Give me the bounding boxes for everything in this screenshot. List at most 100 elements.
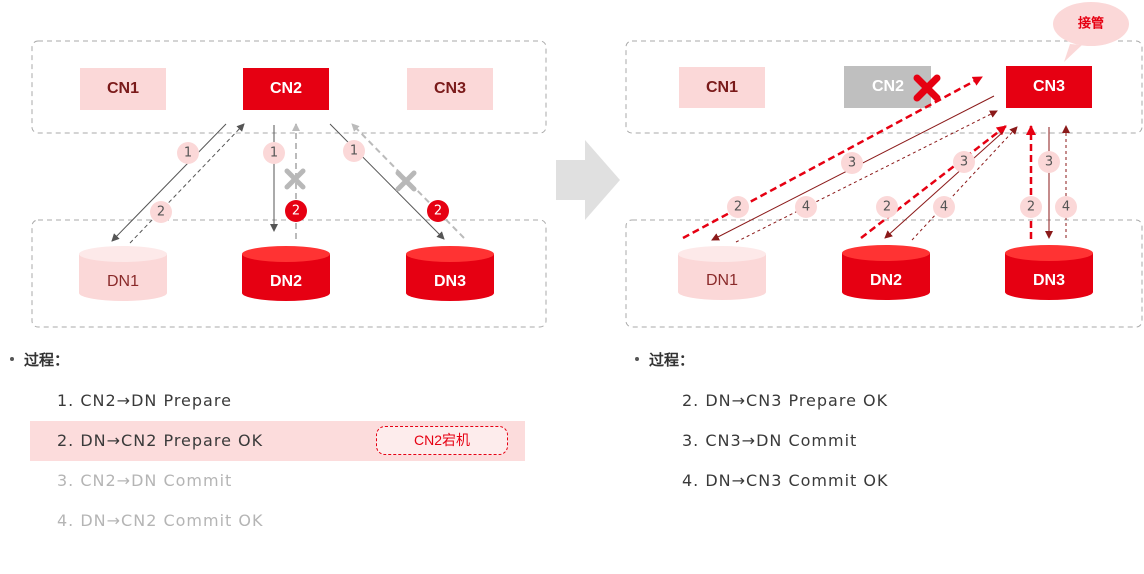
left-arrow-cn2-dn1 xyxy=(111,123,227,242)
step-number: 2. xyxy=(682,391,700,410)
left-step-4: 4. DN→CN2 Commit OK xyxy=(57,511,263,530)
step-text: CN2→DN Prepare xyxy=(80,391,232,410)
right-label-4a-text: 4 xyxy=(802,200,810,215)
right-label-3c: 3 xyxy=(1038,151,1060,173)
crash-tag: CN2宕机 xyxy=(376,426,508,455)
left-cn1-node: CN1 xyxy=(80,68,166,110)
left-dn1-label: DN1 xyxy=(107,273,139,290)
left-cn3-node: CN3 xyxy=(407,68,493,110)
right-dn-group xyxy=(625,219,1143,328)
right-cn-group xyxy=(625,40,1143,134)
x-mark-icon xyxy=(395,170,417,192)
right-section-title: 过程： xyxy=(635,349,694,370)
left-label-2b-text: 2 xyxy=(292,204,300,219)
step-text: DN→CN2 Commit OK xyxy=(80,511,264,530)
right-cn2-label: CN2 xyxy=(872,78,904,95)
step-number: 1. xyxy=(57,391,75,410)
right-label-3b-text: 3 xyxy=(960,155,968,170)
bullet-icon xyxy=(635,356,639,361)
right-step-3: 3. CN3→DN Commit xyxy=(682,431,857,450)
right-cn2-node: CN2 xyxy=(844,66,931,108)
left-section-title-text: 过程： xyxy=(24,351,70,369)
right-label-4b: 4 xyxy=(933,196,955,218)
step-text: DN→CN3 Prepare OK xyxy=(705,391,889,410)
left-label-1c-text: 1 xyxy=(350,144,358,159)
bullet-icon xyxy=(10,356,14,361)
right-label-2b-text: 2 xyxy=(883,200,891,215)
left-label-1c: 1 xyxy=(343,140,365,162)
left-cn2-node: CN2 xyxy=(243,68,329,110)
right-dn1-label: DN1 xyxy=(706,272,738,289)
right-arrow-dn2-cn3-commit-ok xyxy=(911,126,1018,241)
takeover-label: 接管 xyxy=(1078,16,1104,32)
left-label-2c-text: 2 xyxy=(434,204,442,219)
left-label-1a-text: 1 xyxy=(184,146,192,161)
right-dn1-node: DN1 xyxy=(678,246,766,300)
left-step-3: 3. CN2→DN Commit xyxy=(57,471,232,490)
right-label-3c-text: 3 xyxy=(1045,155,1053,170)
right-label-2a-text: 2 xyxy=(734,200,742,215)
left-cn1-label: CN1 xyxy=(107,80,139,97)
left-arrow-dn1-cn2 xyxy=(129,123,245,244)
right-label-4a: 4 xyxy=(795,196,817,218)
right-cn3-label: CN3 xyxy=(1033,78,1065,95)
step-number: 2. xyxy=(57,431,75,450)
takeover-bubble: 接管 xyxy=(1053,2,1129,62)
step-text: DN→CN3 Commit OK xyxy=(705,471,889,490)
step-number: 3. xyxy=(682,431,700,450)
step-number: 4. xyxy=(57,511,75,530)
left-step-2: 2. DN→CN2 Prepare OK xyxy=(57,431,263,450)
right-dn2-label: DN2 xyxy=(870,272,902,289)
right-label-4c: 4 xyxy=(1055,196,1077,218)
right-step-2: 2. DN→CN3 Prepare OK xyxy=(682,391,888,410)
right-section-title-text: 过程： xyxy=(649,351,695,369)
left-label-2c: 2 xyxy=(427,200,449,222)
left-step-1: 1. CN2→DN Prepare xyxy=(57,391,232,410)
left-arrow-cn2-dn3 xyxy=(329,123,445,240)
right-arrow-dn1-cn3-commit-ok xyxy=(735,110,998,243)
left-dn1-node: DN1 xyxy=(79,246,167,301)
left-section-title: 过程： xyxy=(10,349,69,370)
step-number: 3. xyxy=(57,471,75,490)
right-dn2-node: DN2 xyxy=(842,245,930,300)
left-dn3-node: DN3 xyxy=(406,246,494,301)
right-label-3b: 3 xyxy=(953,151,975,173)
right-label-2c: 2 xyxy=(1020,196,1042,218)
right-cn3-node: CN3 xyxy=(1006,66,1092,108)
step-text: CN2→DN Commit xyxy=(80,471,233,490)
left-label-1b-text: 1 xyxy=(270,146,278,161)
right-label-2c-text: 2 xyxy=(1027,200,1035,215)
right-label-4c-text: 4 xyxy=(1062,200,1070,215)
left-label-1b: 1 xyxy=(263,142,285,164)
right-arrow-dn2-cn3-prepare-ok xyxy=(860,125,1007,239)
x-mark-icon xyxy=(284,168,306,190)
x-mark-icon xyxy=(913,74,941,102)
left-label-2a-text: 2 xyxy=(157,205,165,220)
right-step-4: 4. DN→CN3 Commit OK xyxy=(682,471,888,490)
left-cn2-label: CN2 xyxy=(270,80,302,97)
right-label-4b-text: 4 xyxy=(940,200,948,215)
right-label-3a: 3 xyxy=(841,152,863,174)
left-arrow-dn3-cn2 xyxy=(351,123,465,239)
right-label-2a: 2 xyxy=(727,196,749,218)
right-dn3-label: DN3 xyxy=(1033,272,1065,289)
right-arrow-icon xyxy=(556,140,620,220)
left-label-1a: 1 xyxy=(177,142,199,164)
left-cn3-label: CN3 xyxy=(434,80,466,97)
step-text: CN3→DN Commit xyxy=(705,431,858,450)
left-label-2a: 2 xyxy=(150,201,172,223)
right-arrow-cn3-dn2-commit xyxy=(884,131,1004,239)
left-dn2-node: DN2 xyxy=(242,246,330,301)
right-dn3-node: DN3 xyxy=(1005,245,1093,300)
right-label-3a-text: 3 xyxy=(848,156,856,171)
left-dn-group xyxy=(31,219,547,328)
step-number: 4. xyxy=(682,471,700,490)
left-label-2b: 2 xyxy=(285,200,307,222)
right-cn1-node: CN1 xyxy=(679,67,765,108)
right-label-2b: 2 xyxy=(876,196,898,218)
step-text: DN→CN2 Prepare OK xyxy=(80,431,264,450)
left-cn-group xyxy=(31,40,547,134)
left-dn3-label: DN3 xyxy=(434,273,466,290)
left-dn2-label: DN2 xyxy=(270,273,302,290)
